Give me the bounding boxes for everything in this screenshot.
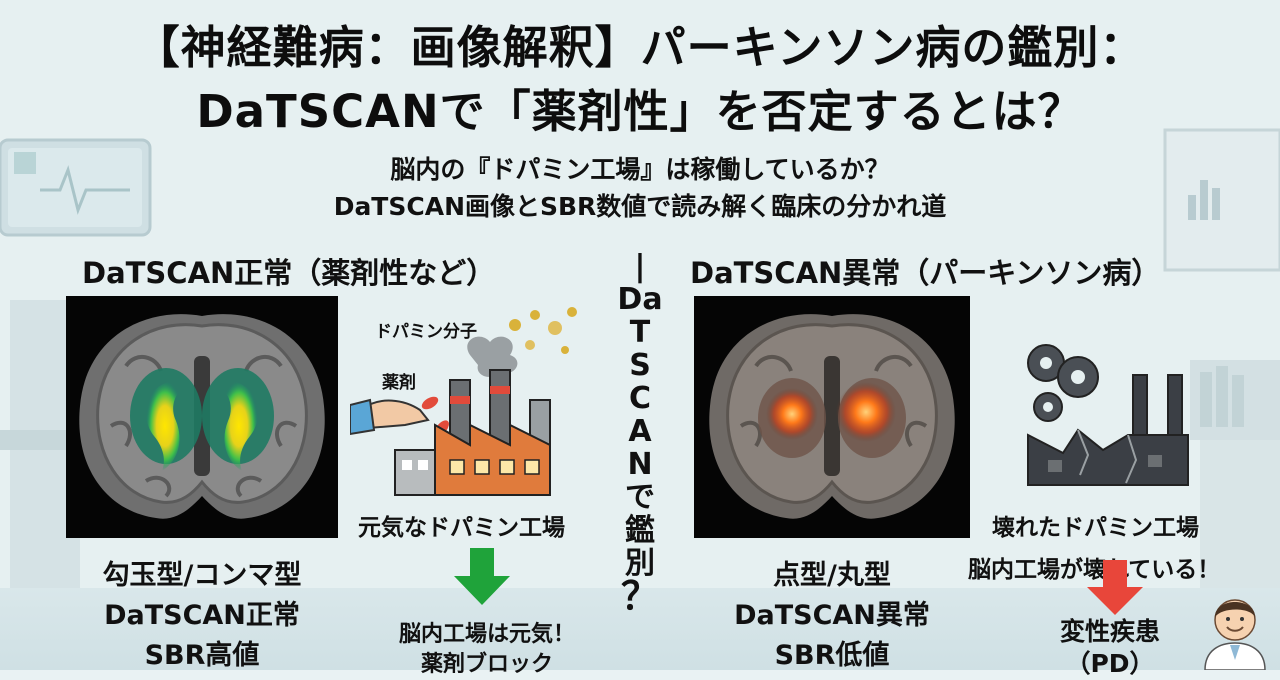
healthy-factory-icon [350,307,577,496]
drug-label: 薬剤 [382,373,416,393]
left-finding-result: DaTSCAN正常 [104,600,300,631]
left-conclusion: 脳内工場は元気！ 薬剤ブロック [362,620,612,680]
title-line-1: 【神経難病：画像解釈】パーキンソン病の鑑別： [134,21,1146,74]
right-conclusion: 変性疾患 （PD） [1030,616,1190,680]
center-char: 別 [625,546,655,581]
right-conclusion-line-2: （PD） [1065,649,1155,678]
left-findings: 勾玉型/コンマ型 DaTSCAN正常 SBR高値 [66,556,338,676]
left-finding-shape: 勾玉型/コンマ型 [102,560,302,591]
left-heading: DaTSCAN正常（薬剤性など） [82,256,496,290]
normal-brain-image [79,314,325,519]
right-finding-result: DaTSCAN異常 [734,600,930,631]
abnormal-brain-image [709,314,955,519]
dopamine-molecule-label: ドパミン分子 [375,322,477,342]
abnormal-brain-scan [694,296,970,538]
doctor-avatar-icon [1204,599,1266,670]
right-finding-sbr: SBR低値 [774,640,890,671]
center-char: Da [617,282,663,317]
subtitle-line-2: DaTSCAN画像とSBR数値で読み解く臨床の分かれ道 [333,192,947,221]
center-char: C [628,381,652,416]
center-char: A [628,414,652,449]
broken-factory-note: 脳内工場が壊れている！ [968,557,1221,583]
left-finding-sbr: SBR高値 [144,640,260,671]
normal-brain-scan [66,296,338,538]
center-char: ？ [620,574,659,618]
right-finding-shape: 点型/丸型 [773,560,891,591]
right-conclusion-line-1: 変性疾患 [1059,617,1160,646]
center-vertical-text: | Da T S C A N で 鑑 別 ？ [612,249,668,618]
center-char: 鑑 [625,513,655,548]
broken-factory-label: 壊れたドパミン工場 [992,515,1199,541]
red-down-arrow-icon [1087,560,1143,615]
left-conclusion-line-1: 脳内工場は元気！ [398,622,575,647]
subtitle-line-1: 脳内の『ドパミン工場』は稼働しているか？ [390,155,890,184]
right-findings: 点型/丸型 DaTSCAN異常 SBR低値 [694,556,970,676]
green-down-arrow-icon [454,548,510,605]
center-char: S [629,348,651,383]
healthy-factory-label: 元気なドパミン工場 [358,515,565,541]
right-heading: DaTSCAN異常（パーキンソン病） [690,256,1161,290]
left-conclusion-line-2: 薬剤ブロック [420,652,553,677]
bottom-band [0,588,1280,670]
broken-factory-icon [1027,344,1189,486]
center-char: | [634,249,646,284]
center-char: T [629,315,651,350]
center-char: で [625,480,655,515]
title-line-2: DaTSCANで「薬剤性」を否定するとは？ [196,85,1084,138]
center-char: N [627,447,653,482]
